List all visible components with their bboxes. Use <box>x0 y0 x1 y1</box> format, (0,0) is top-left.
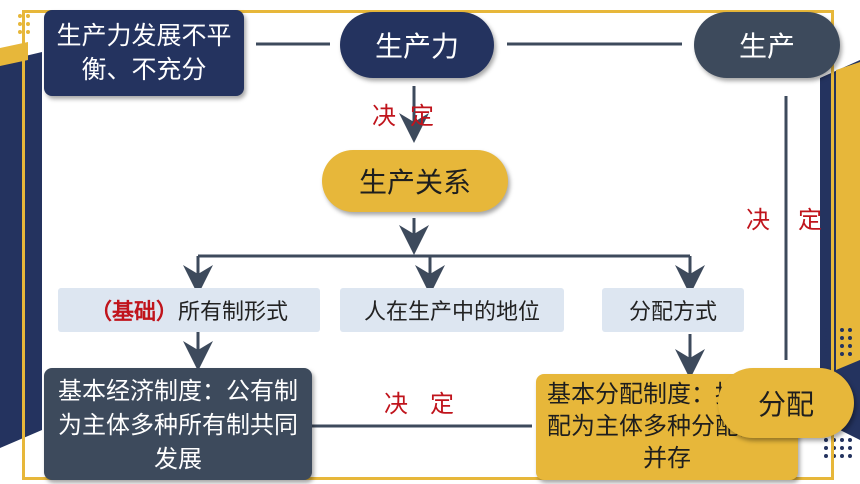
left-navy-stripe <box>0 52 42 448</box>
determines-label-top: 决定 <box>372 102 448 130</box>
determines-label-bottom: 决定 <box>384 390 476 418</box>
productivity-node: 生产力 <box>340 12 494 78</box>
determines-label-right: 决定 <box>746 206 850 234</box>
production-node: 生产 <box>694 12 840 78</box>
basic-economic-system-text: 基本经济制度：公有制为主体多种所有制共同发展 <box>58 377 298 473</box>
relations-of-production-node: 生产关系 <box>322 150 508 212</box>
productivity-label: 生产力 <box>374 30 459 63</box>
distribution-node: 分配 <box>718 368 854 438</box>
ownership-form-box: （基础） 所有制形式 <box>58 288 320 332</box>
left-gold-stripe <box>0 42 28 66</box>
distribution-method-text: 分配方式 <box>628 300 717 325</box>
production-label: 生产 <box>738 30 795 63</box>
basic-economic-system-box: 基本经济制度：公有制为主体多种所有制共同发展 <box>44 368 312 480</box>
productivity-imbalance-box: 生产力发展不平衡、不充分 <box>44 10 244 96</box>
right-gold-stripe <box>836 62 860 370</box>
position-in-production-text: 人在生产中的地位 <box>363 300 540 325</box>
foundation-prefix: （基础） <box>89 300 178 325</box>
gold-frame <box>22 10 834 480</box>
distribution-label: 分配 <box>757 388 814 421</box>
ownership-form-text: 所有制形式 <box>178 300 289 325</box>
dot-grid-top <box>18 14 30 34</box>
relations-of-production-label: 生产关系 <box>358 166 471 199</box>
productivity-imbalance-text: 生产力发展不平衡、不充分 <box>56 21 232 84</box>
position-in-production-box: 人在生产中的地位 <box>340 288 564 332</box>
distribution-method-box: 分配方式 <box>602 288 744 332</box>
